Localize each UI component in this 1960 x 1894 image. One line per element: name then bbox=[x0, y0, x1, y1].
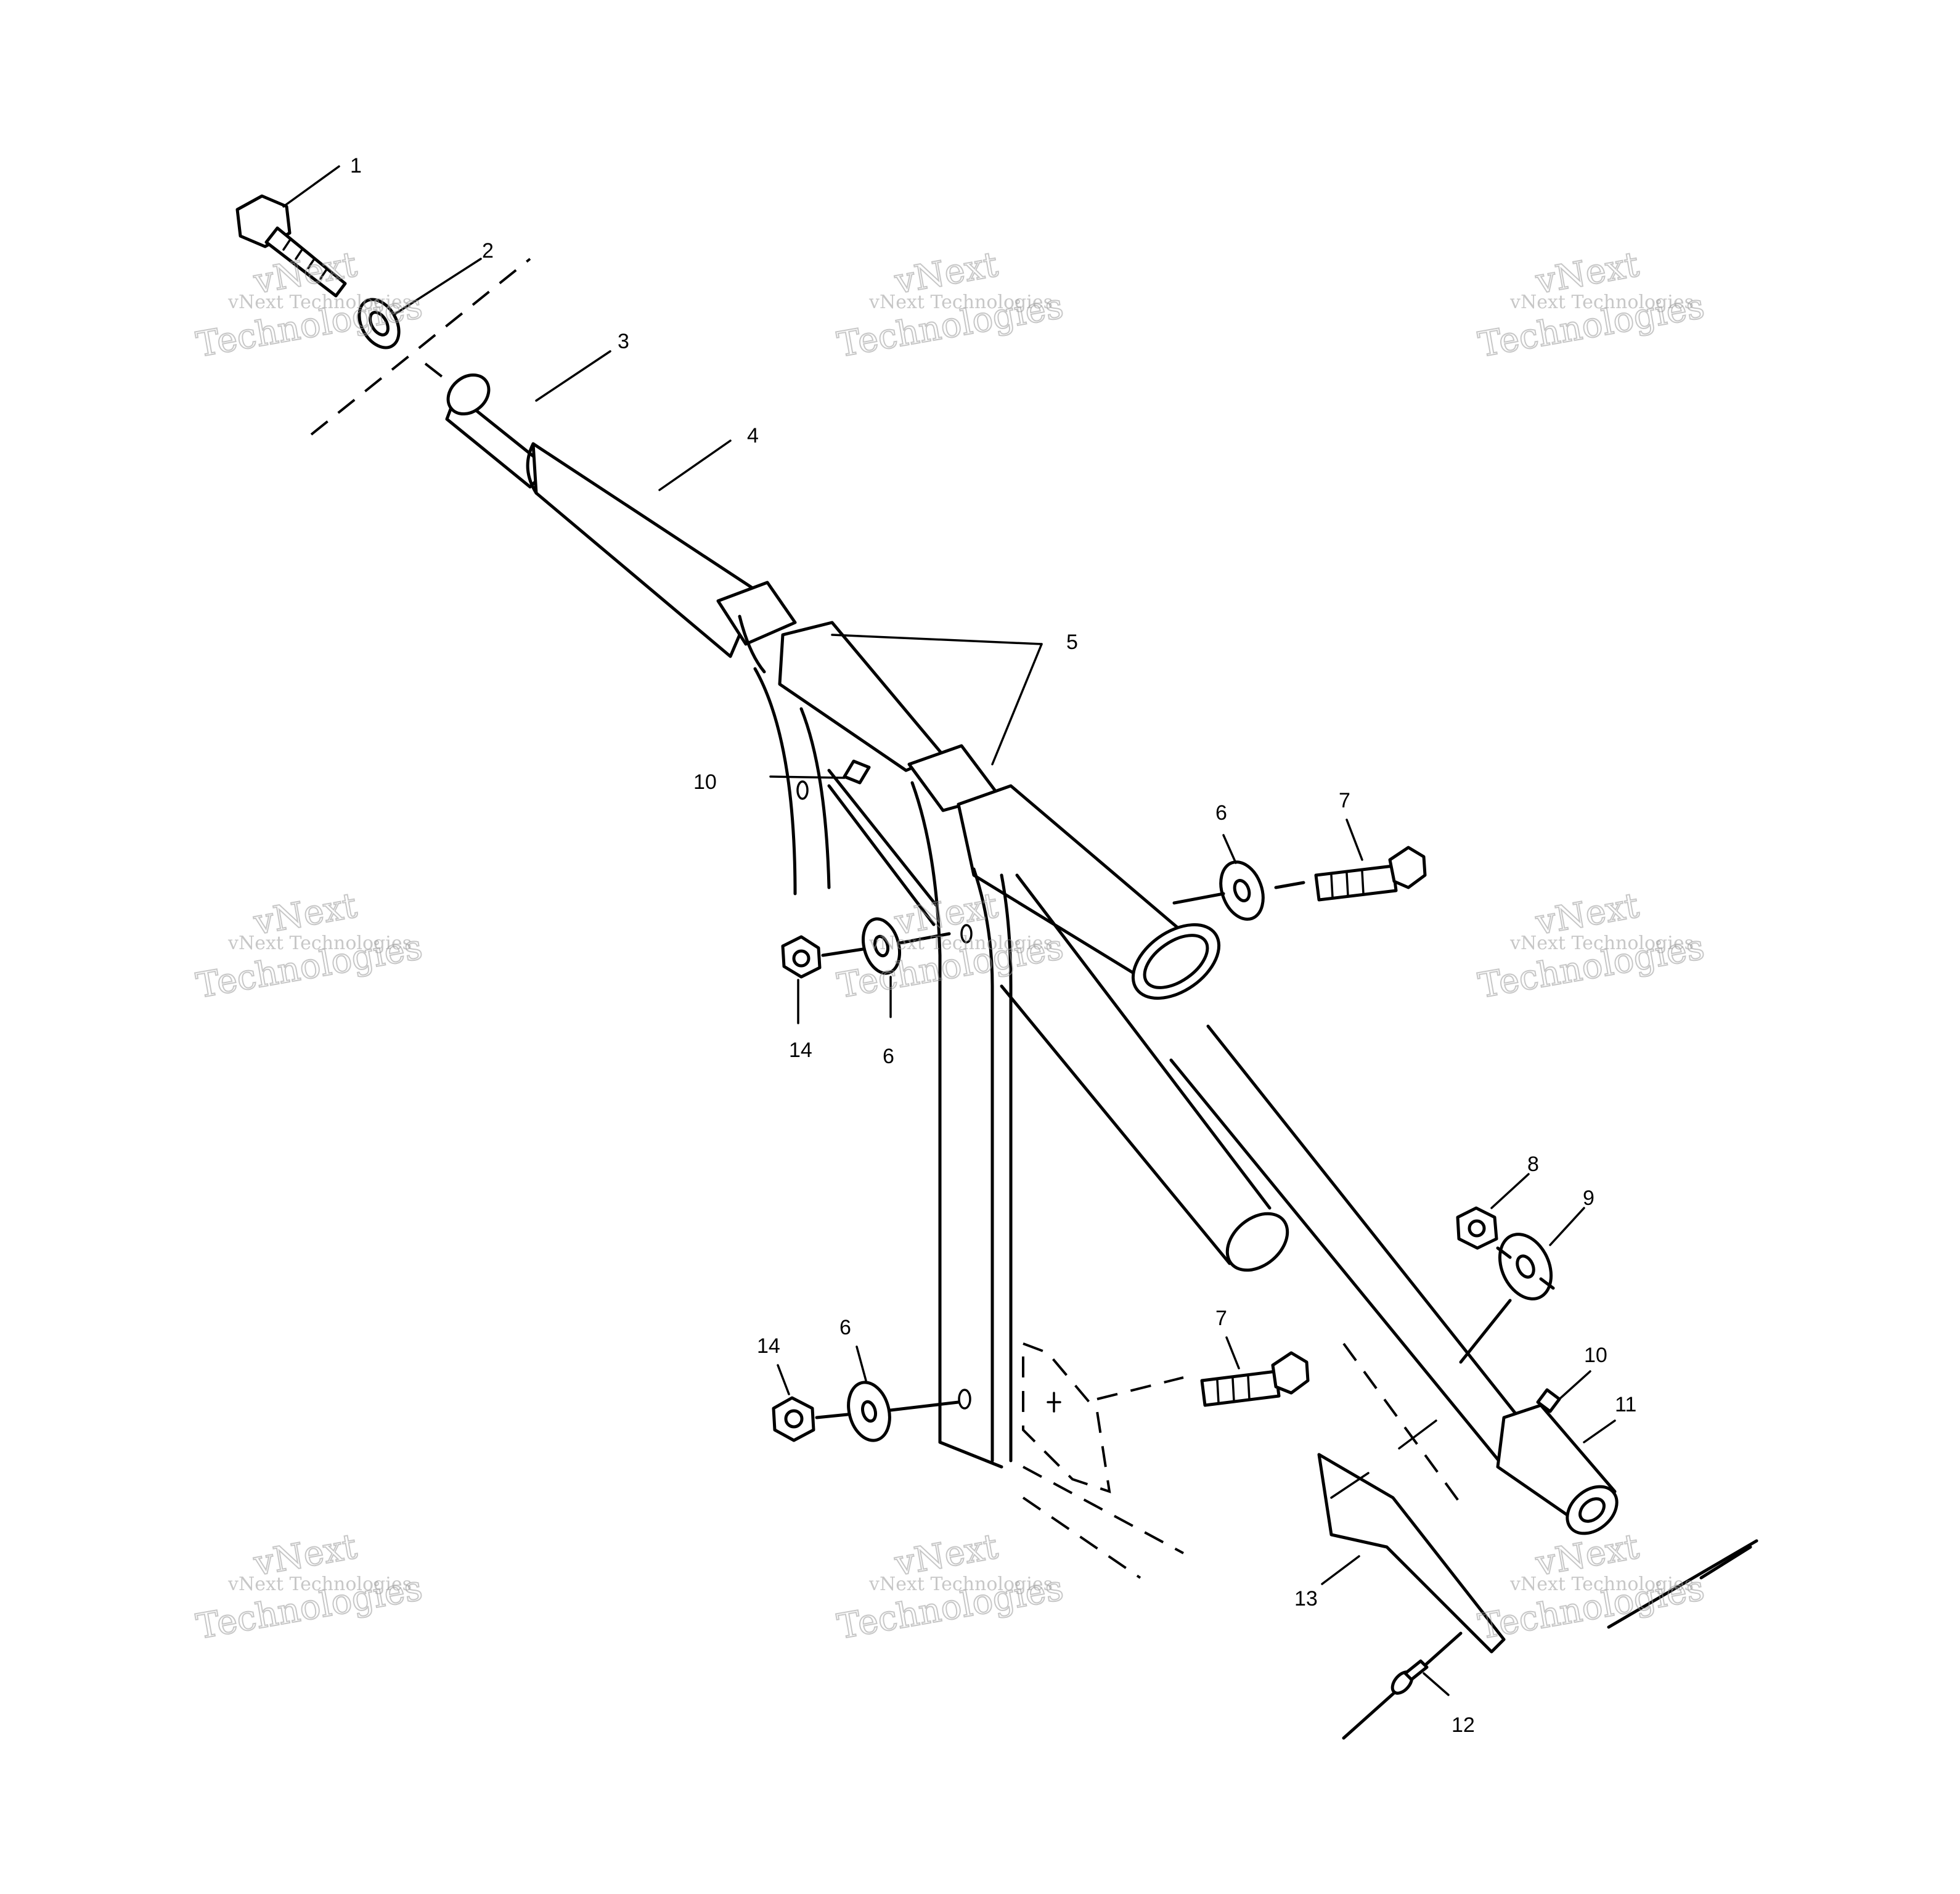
leader-lines bbox=[282, 165, 1616, 1696]
svg-text:vNext Technologies: vNext Technologies bbox=[868, 933, 1053, 954]
callout-10b: 10 bbox=[1584, 1344, 1607, 1367]
callout-1: 1 bbox=[350, 154, 362, 178]
nut-8-icon bbox=[1456, 1206, 1498, 1250]
svg-text:vNext Technologies: vNext Technologies bbox=[868, 1574, 1053, 1595]
callout-6a: 6 bbox=[1215, 801, 1227, 825]
washer-6-lower-icon bbox=[815, 1381, 960, 1442]
svg-text:vNext Technologies: vNext Technologies bbox=[868, 292, 1053, 313]
bolt-7-upper-icon bbox=[1314, 846, 1427, 902]
svg-text:vNext Technologies: vNext Technologies bbox=[1509, 1574, 1694, 1595]
svg-text:vNext Technologies: vNext Technologies bbox=[1509, 292, 1694, 313]
skid-plate bbox=[1317, 1342, 1758, 1654]
callout-6c: 6 bbox=[839, 1316, 851, 1339]
washer-9-icon bbox=[1459, 1233, 1555, 1364]
watermark: vNext vNext Technologies Technologies bbox=[1475, 885, 1708, 1007]
svg-text:vNext Technologies: vNext Technologies bbox=[227, 1574, 412, 1595]
callout-6b: 6 bbox=[883, 1045, 894, 1068]
watermark: vNext vNext Technologies Technologies bbox=[834, 244, 1067, 366]
bolt-1-icon bbox=[235, 194, 347, 298]
callout-12: 12 bbox=[1452, 1713, 1475, 1737]
callout-14b: 14 bbox=[757, 1334, 780, 1358]
svg-text:vNext Technologies: vNext Technologies bbox=[227, 292, 412, 313]
callout-4: 4 bbox=[747, 424, 759, 447]
callout-3: 3 bbox=[618, 330, 629, 353]
callout-9: 9 bbox=[1583, 1186, 1595, 1210]
mounting-plate-outline bbox=[1022, 1342, 1184, 1579]
callout-7b: 7 bbox=[1215, 1307, 1227, 1330]
callout-14a: 14 bbox=[789, 1039, 812, 1062]
nut-14-upper-icon bbox=[781, 935, 822, 979]
watermark: vNext vNext Technologies Technologies bbox=[1475, 1526, 1708, 1648]
rivet-12-icon bbox=[1342, 1631, 1463, 1740]
callout-2: 2 bbox=[482, 239, 494, 263]
callout-10a: 10 bbox=[693, 770, 717, 794]
nut-14-lower-icon bbox=[772, 1396, 815, 1442]
watermark: vNext vNext Technologies Technologies bbox=[193, 1526, 426, 1648]
callout-5: 5 bbox=[1066, 631, 1078, 654]
callout-labels: 1 2 3 4 5 6 7 10 14 6 8 9 10 11 14 6 7 1… bbox=[350, 154, 1636, 1737]
washer-6-upper-icon bbox=[1172, 860, 1305, 921]
svg-text:vNext Technologies: vNext Technologies bbox=[1509, 933, 1694, 954]
svg-text:vNext Technologies: vNext Technologies bbox=[227, 933, 412, 954]
callout-11: 11 bbox=[1615, 1393, 1636, 1416]
callout-7a: 7 bbox=[1339, 789, 1350, 812]
bolt-7-lower-icon bbox=[1200, 1351, 1310, 1407]
watermark: vNext vNext Technologies Technologies bbox=[1475, 244, 1708, 366]
watermark: vNext vNext Technologies Technologies bbox=[193, 885, 426, 1007]
washer-6-middle-icon bbox=[821, 917, 951, 975]
callout-13: 13 bbox=[1294, 1587, 1318, 1610]
callout-8: 8 bbox=[1527, 1153, 1539, 1176]
watermark: vNext vNext Technologies Technologies bbox=[834, 1526, 1067, 1648]
main-tube-assembly bbox=[310, 258, 1619, 1535]
